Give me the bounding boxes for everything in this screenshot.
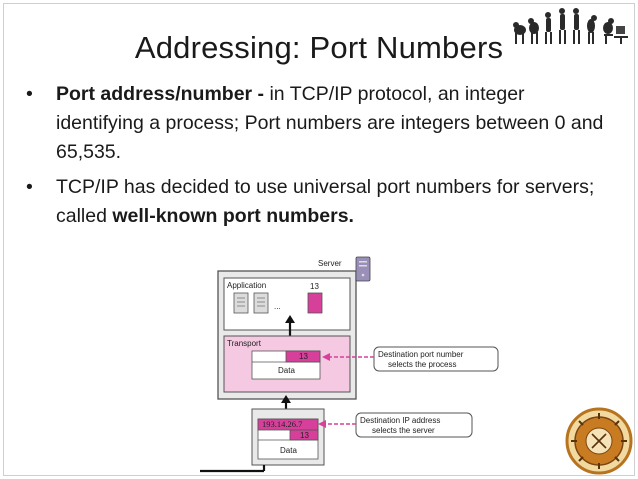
evolution-silhouette-icon (513, 8, 628, 44)
application-label: Application (227, 281, 266, 290)
bullet-item: • TCP/IP has decided to use universal po… (26, 173, 616, 231)
callout-ip-line2: selects the server (372, 426, 435, 435)
bullet-item: • Port address/number - in TCP/IP protoc… (26, 80, 616, 167)
callout-ip (355, 412, 473, 438)
bullet-dot: • (26, 83, 33, 105)
process-document (307, 292, 323, 314)
bullet-bold-text: well-known port numbers. (112, 205, 354, 227)
packet-up-arrow (281, 395, 291, 403)
callout-ip-line1: Destination IP address (360, 416, 440, 425)
bullet-list: • Port address/number - in TCP/IP protoc… (26, 80, 616, 237)
callout-port-line1: Destination port number (378, 350, 464, 359)
bullet-text: TCP/IP has decided to use universal port… (56, 176, 595, 227)
bullet-dot: • (26, 176, 33, 198)
college-seal-icon (565, 407, 633, 475)
server-icon (355, 256, 371, 282)
page-title: Addressing: Port Numbers (134, 30, 504, 65)
ellipsis: ... (274, 302, 281, 311)
packet-port: 13 (300, 431, 309, 440)
packet-ip: 193.14.26.7 (262, 419, 302, 429)
transport-port: 13 (299, 352, 308, 361)
port-addressing-diagram: Server Application ... 13 Transport 13 D… (200, 256, 499, 473)
bullet-bold-text: Port address/number - (56, 83, 265, 105)
packet-data: Data (280, 446, 297, 455)
document-icon (233, 292, 249, 314)
up-arrow-head (285, 315, 295, 323)
packet-ip-field (257, 418, 319, 431)
transport-label: Transport (227, 339, 262, 348)
document-icon (253, 292, 269, 314)
callout-port-line2: selects the process (388, 360, 456, 369)
server-label: Server (318, 259, 342, 268)
transport-data: Data (278, 366, 295, 375)
bullet-text: in TCP/IP protocol, an integer identifyi… (56, 83, 604, 163)
slide-frame (3, 3, 635, 476)
callout-port (373, 346, 499, 372)
process-port-label: 13 (310, 282, 319, 291)
